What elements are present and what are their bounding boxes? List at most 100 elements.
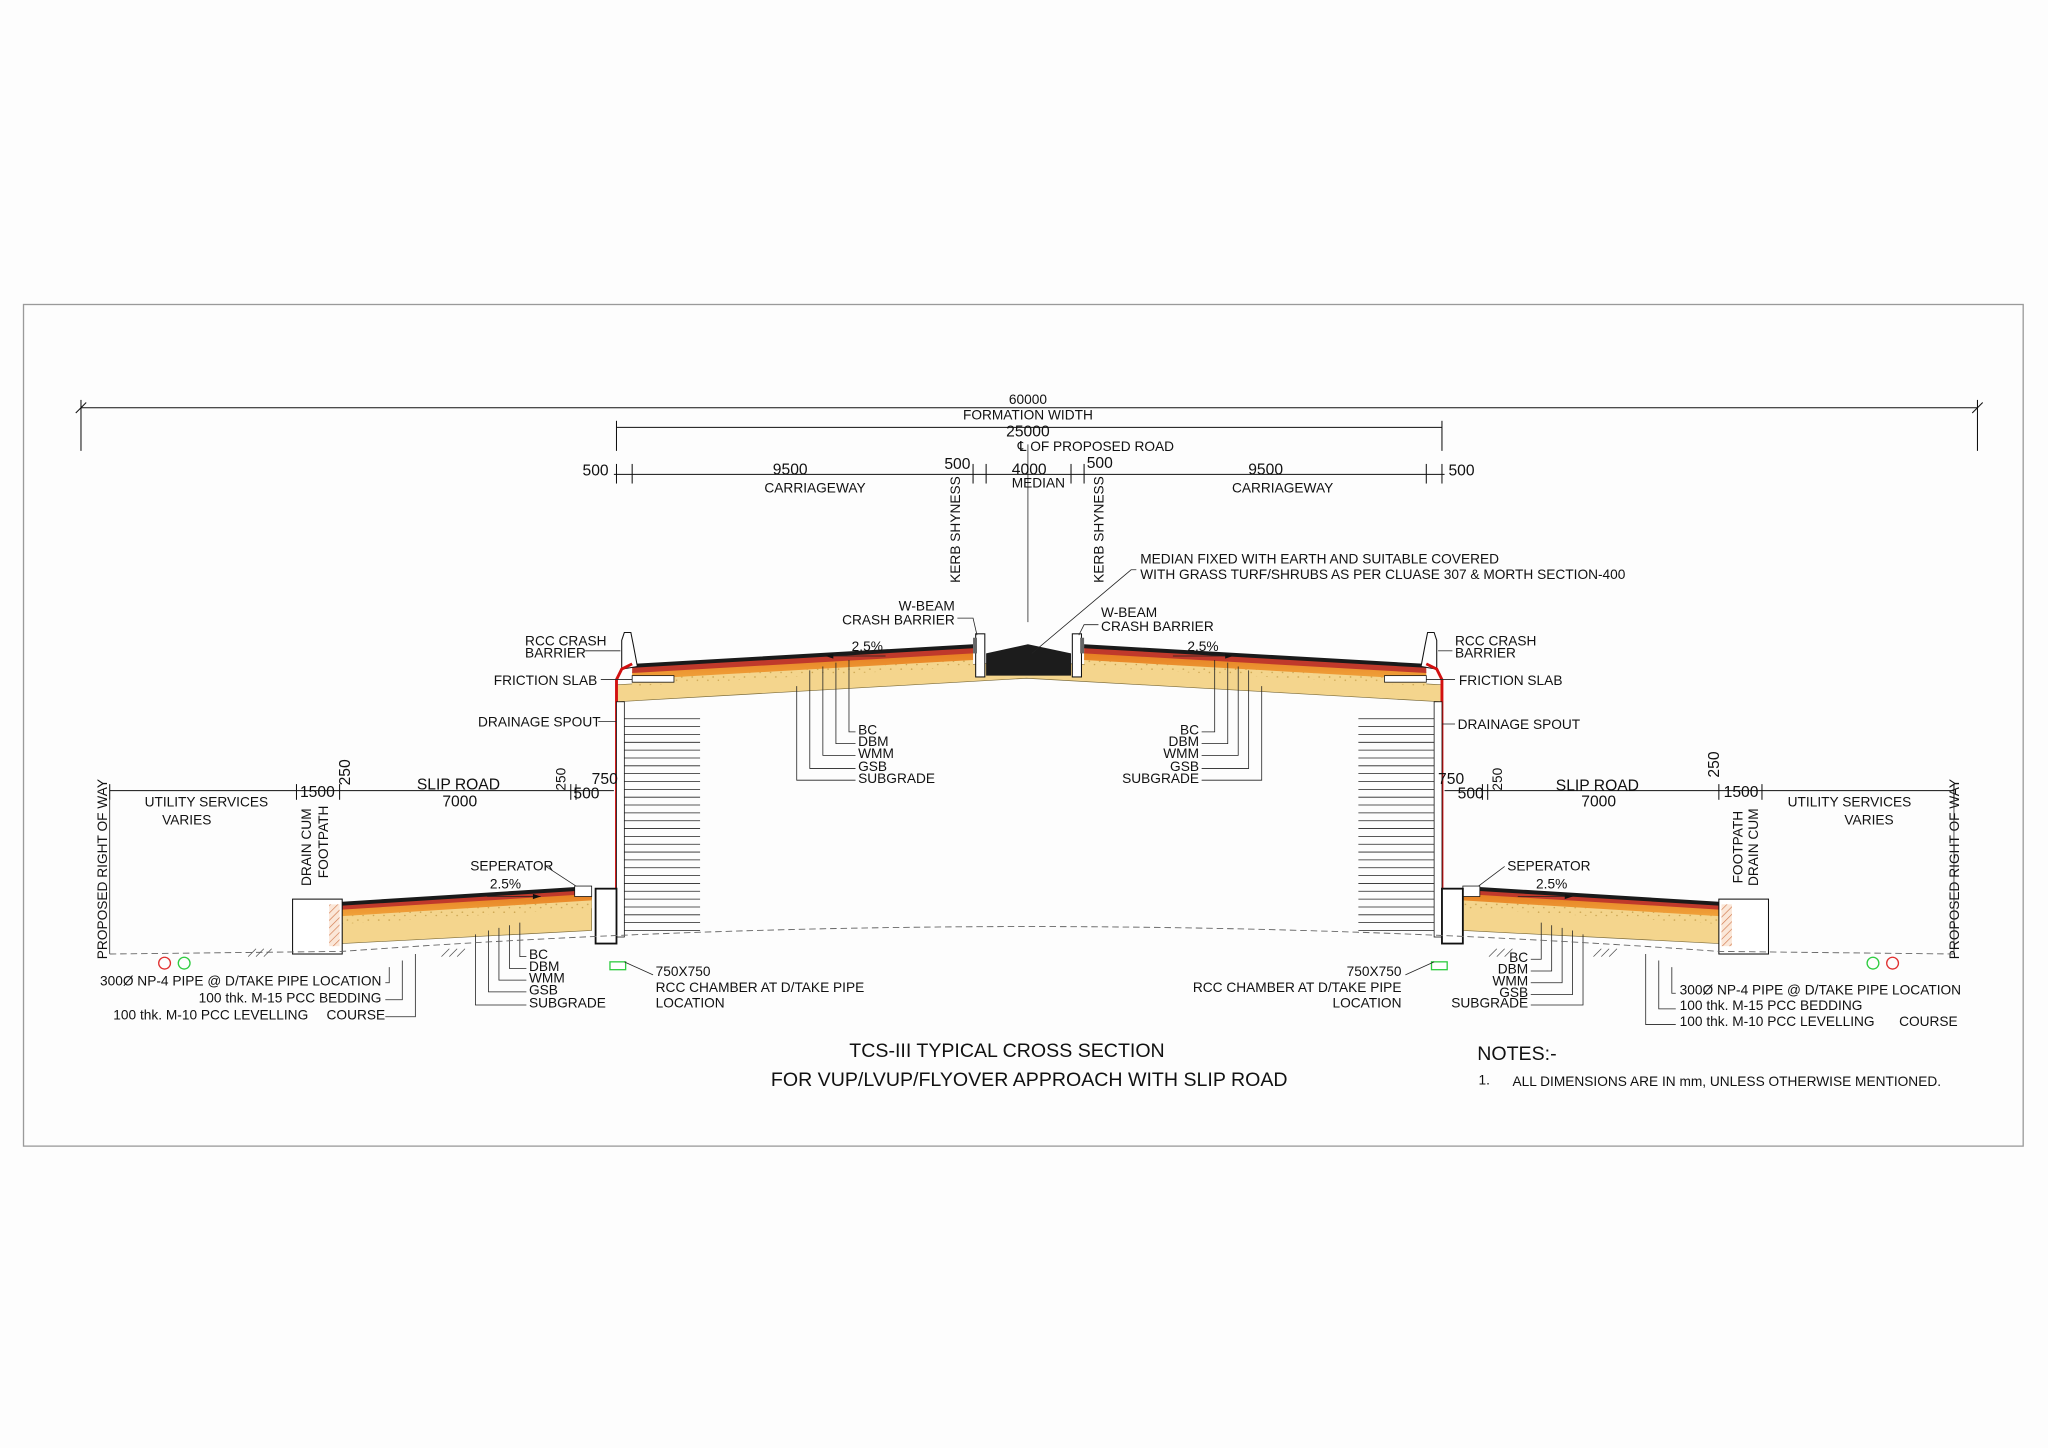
ground-hatch [247, 948, 1618, 957]
right-shyness-500: 500 [1087, 455, 1113, 472]
right-chamber-label-2: LOCATION [1332, 996, 1401, 1011]
left-edge-500: 500 [583, 463, 609, 480]
main-right-gsb: GSB [1170, 759, 1199, 774]
right-slip-camber: 2.5% [1536, 877, 1567, 892]
right-separator [1462, 885, 1481, 897]
left-carriageway-value: 9500 [773, 461, 808, 478]
centerline-label: ℄ OF PROPOSED ROAD [1017, 439, 1175, 454]
natural-ground-line [109, 926, 1954, 955]
right-pipe-note: 300Ø NP-4 PIPE @ D/TAKE PIPE LOCATION [1680, 983, 1961, 998]
left-slip-road-label: SLIP ROAD [417, 776, 500, 793]
right-separator-label: SEPERATOR [1507, 858, 1590, 873]
right-row-label: PROPOSED RIGHT OF WAY [1947, 779, 1962, 959]
left-slip-labels: SEPERATOR BC DBM WMM GSB SUBGRADE 750X75… [100, 858, 864, 1022]
median-note-line2: WITH GRASS TURF/SHRUBS AS PER CLUASE 307… [1140, 567, 1626, 582]
sheet-border [22, 303, 2024, 1147]
main-right-dbm: DBM [1169, 734, 1199, 749]
right-rcc-chamber [1441, 887, 1464, 945]
left-friction-slab [631, 675, 675, 683]
right-slip-road-value: 7000 [1581, 793, 1616, 810]
left-slip-subgrade: SUBGRADE [529, 996, 606, 1011]
right-friction-slab [1384, 675, 1427, 683]
formation-dimension: 60000 FORMATION WIDTH [75, 392, 1984, 451]
left-slip-dimensions: UTILITY SERVICES VARIES 1500 250 SLIP RO… [95, 759, 618, 959]
main-right-subgrade: SUBGRADE [1122, 771, 1199, 786]
right-250: 250 [1706, 751, 1723, 777]
left-rcc-chamber [594, 887, 618, 945]
left-250: 250 [337, 759, 354, 785]
main-left-dbm: DBM [858, 734, 888, 749]
right-rcc-crash-barrier [1420, 631, 1438, 670]
left-footpath-label: FOOTPATH [316, 806, 331, 879]
right-utility-value: VARIES [1844, 813, 1893, 828]
left-chamber-size: 750X750 [656, 964, 711, 979]
main-dbm-layer [632, 646, 1427, 674]
median-value: 4000 [1012, 461, 1047, 478]
left-slip-road: 2.5% [158, 877, 627, 971]
carriageway-dimensions: 500 9500 CARRIAGEWAY 500 4000 MEDIAN 500… [583, 455, 1475, 583]
left-slip-gsb: GSB [529, 983, 558, 998]
right-footpath-label: FOOTPATH [1730, 811, 1745, 884]
left-carriageway-label: CARRIAGEWAY [764, 481, 865, 496]
right-drainage-spout-label: DRAINAGE SPOUT [1458, 717, 1581, 732]
left-500: 500 [573, 785, 599, 802]
left-levelling-note: 100 thk. M-10 PCC LEVELLING [113, 1007, 308, 1022]
left-utility-value: VARIES [162, 813, 211, 828]
right-levelling-note: 100 thk. M-10 PCC LEVELLING [1680, 1014, 1875, 1029]
left-rcc-crash-1: RCC CRASH [525, 634, 606, 649]
main-pavement: 2.5% 2.5% [615, 631, 1444, 938]
main-right-camber: 2.5% [1187, 639, 1218, 654]
notes-heading: NOTES:- [1477, 1043, 1556, 1065]
right-bedding-note: 100 thk. M-15 PCC BEDDING [1680, 998, 1863, 1013]
main-left-camber: 2.5% [852, 639, 883, 654]
left-separator-label: SEPERATOR [470, 858, 553, 873]
formation-width-value: 60000 [1009, 392, 1047, 407]
note-1-number: 1. [1479, 1073, 1490, 1088]
note-1-text: ALL DIMENSIONS ARE IN mm, UNLESS OTHERWI… [1512, 1074, 1941, 1089]
main-wmm-layer [632, 652, 1427, 680]
left-slip-bc: BC [529, 947, 548, 962]
left-slip-wmm: WMM [529, 971, 565, 986]
left-pipe-note: 300Ø NP-4 PIPE @ D/TAKE PIPE LOCATION [100, 973, 381, 988]
right-rcc-crash-2: BARRIER [1455, 645, 1516, 660]
median-earth [986, 644, 1072, 676]
wbeam-labels: W-BEAM CRASH BARRIER W-BEAM CRASH BARRIE… [842, 598, 1214, 636]
left-wbeam-label-1: W-BEAM [899, 598, 955, 613]
right-footpath-1500: 1500 [1724, 784, 1759, 801]
left-row-label: PROPOSED RIGHT OF WAY [95, 779, 110, 959]
right-kerb-shyness: KERB SHYNESS [1092, 476, 1107, 583]
left-250-b: 250 [554, 767, 569, 790]
right-500: 500 [1458, 785, 1484, 802]
median-note-line1: MEDIAN FIXED WITH EARTH AND SUITABLE COV… [1140, 551, 1499, 566]
left-levelling-course: COURSE [327, 1007, 386, 1022]
right-slip-gsb: GSB [1499, 985, 1528, 1000]
left-chamber-label-1: RCC CHAMBER AT D/TAKE PIPE [656, 980, 865, 995]
right-re-wall-strips [1358, 718, 1435, 931]
left-friction-slab-label: FRICTION SLAB [494, 673, 598, 688]
right-chamber-label-1: RCC CHAMBER AT D/TAKE PIPE [1193, 980, 1402, 995]
left-drain-cum-label: DRAIN CUM [299, 808, 314, 886]
left-slip-road-value: 7000 [442, 793, 477, 810]
main-bc-layer [632, 644, 1427, 668]
right-750: 750 [1438, 771, 1464, 788]
left-utility-label: UTILITY SERVICES [145, 794, 269, 809]
left-chamber-label-2: LOCATION [656, 996, 725, 1011]
right-pipe-green [1866, 956, 1880, 970]
left-shyness-500: 500 [944, 456, 970, 473]
main-left-wmm: WMM [858, 746, 894, 761]
right-edge-500: 500 [1448, 463, 1474, 480]
right-pipe-red [1886, 956, 1900, 970]
formation-width-label: FORMATION WIDTH [963, 407, 1093, 422]
left-pipe-red [158, 956, 172, 970]
main-width-value: 25000 [1006, 423, 1050, 440]
drawing-title-line2: FOR VUP/LVUP/FLYOVER APPROACH WITH SLIP … [771, 1069, 1288, 1091]
right-wbeam-label-2: CRASH BARRIER [1101, 619, 1214, 634]
right-drain-cum-label: DRAIN CUM [1746, 808, 1761, 886]
right-wbeam-post [1071, 633, 1082, 678]
main-left-subgrade: SUBGRADE [858, 771, 935, 786]
left-kerb-shyness: KERB SHYNESS [948, 476, 963, 583]
main-left-gsb: GSB [858, 759, 887, 774]
left-separator [574, 885, 593, 897]
right-wbeam-label-1: W-BEAM [1101, 605, 1157, 620]
